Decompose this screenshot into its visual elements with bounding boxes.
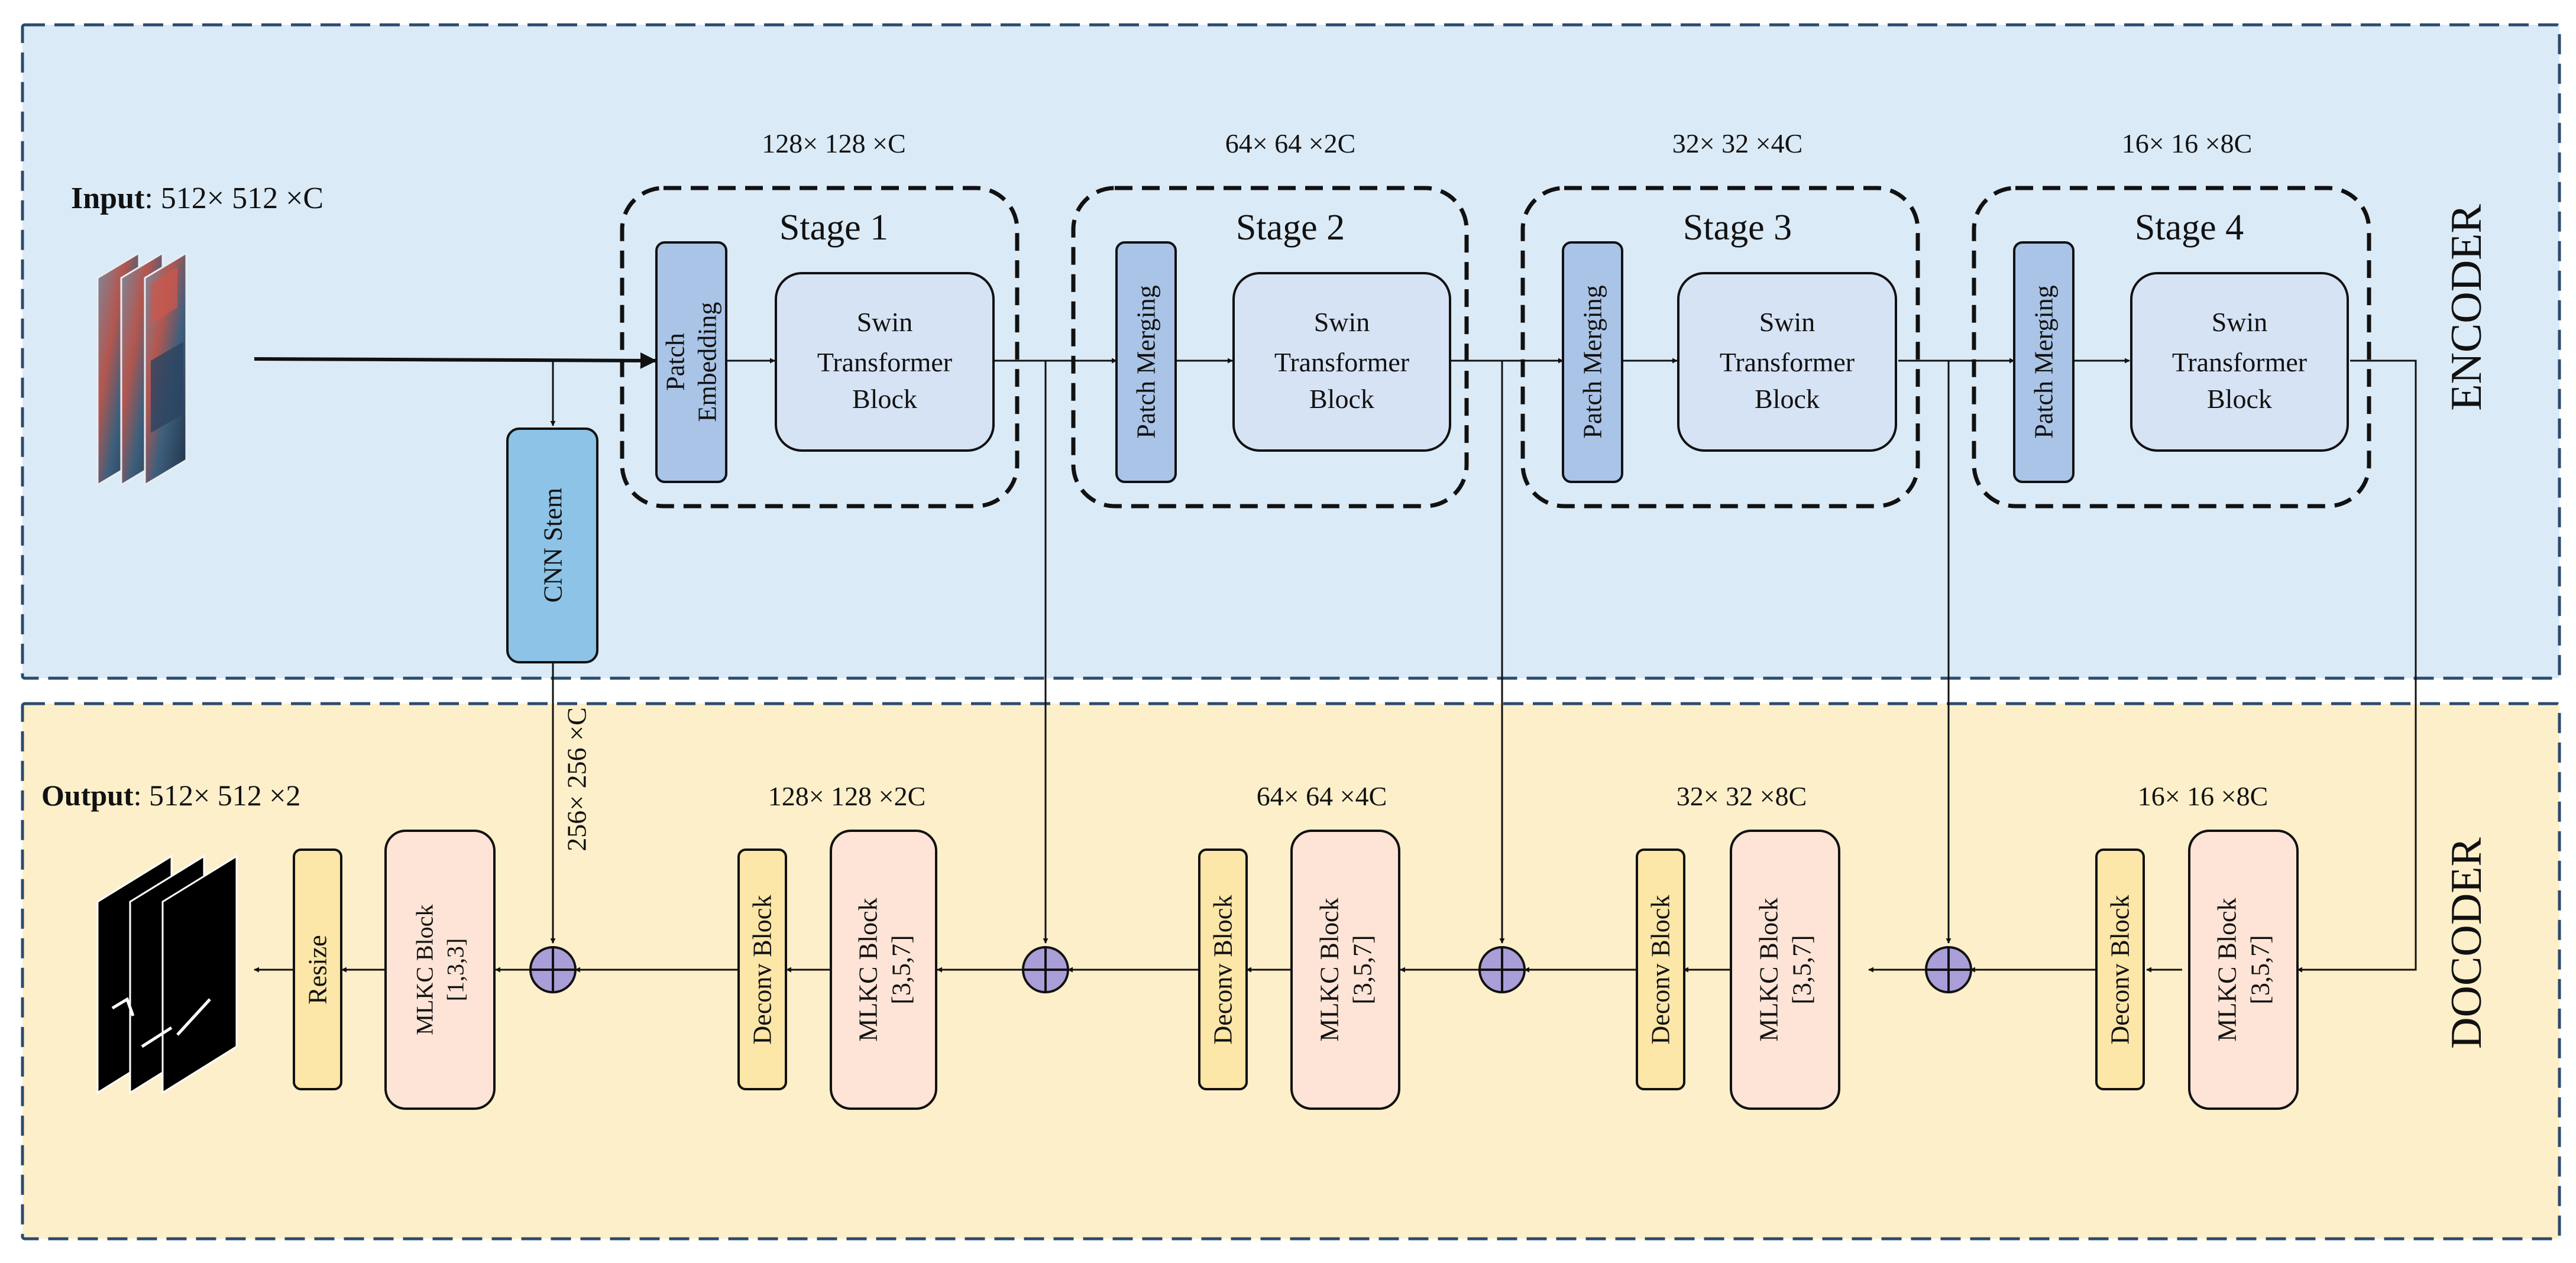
stage4-title: Stage 4 xyxy=(2135,208,2244,248)
stage3-patch-block xyxy=(1562,241,1623,483)
level2-mlkc-label: MLKC Block xyxy=(1315,898,1344,1041)
cnn-stem-block xyxy=(506,428,598,663)
decoder-level3-dims: 32× 32 ×8C xyxy=(1677,781,1807,811)
stage4-swin-block xyxy=(2130,272,2349,452)
input-dims: : 512× 512 ×C xyxy=(144,182,323,215)
stage2-patch-block xyxy=(1115,241,1177,483)
level3-deconv-label: Deconv Block xyxy=(1646,895,1675,1045)
level3-mlkc-label: MLKC Block xyxy=(1755,898,1784,1041)
output-dims: : 512× 512 ×2 xyxy=(134,779,301,812)
level4-deconv-label: Deconv Block xyxy=(2106,895,2135,1045)
stage2-swin-label-3: Block xyxy=(1309,384,1374,414)
input-to-stage1-arrow xyxy=(254,352,657,369)
encoder-connectors xyxy=(254,352,2417,973)
stage3-swin-label-3: Block xyxy=(1755,384,1820,414)
stage4-patch-label: Patch Merging xyxy=(2030,285,2059,439)
stage4-frame xyxy=(1972,186,2371,509)
stage3-swin-label-1: Swin xyxy=(1759,307,1816,337)
stage3-frame xyxy=(1520,186,1920,509)
stage2-patch-label: Patch Merging xyxy=(1132,285,1161,439)
stage1-swin-label-3: Block xyxy=(852,384,917,414)
resize-label: Resize xyxy=(303,935,332,1004)
encoder-label: ENCODER xyxy=(2442,204,2491,411)
stage2-swin-block xyxy=(1232,272,1451,452)
stage3-swin-block xyxy=(1677,272,1897,452)
level1-deconv-block xyxy=(737,849,787,1090)
stage2-swin-label-1: Swin xyxy=(1314,307,1370,337)
final-mlkc-label: MLKC Block xyxy=(412,904,438,1035)
stage4-patch-block xyxy=(2013,241,2075,483)
level2-mlkc-kernels: [3,5,7] xyxy=(1348,935,1377,1004)
stage3-title: Stage 3 xyxy=(1683,208,1792,248)
output-label: Output xyxy=(41,779,134,812)
stage1-patch-block xyxy=(655,241,727,483)
add-node-level3 xyxy=(1925,946,1972,993)
stage1-swin-label-2: Transformer xyxy=(817,347,952,377)
level4-mlkc-label: MLKC Block xyxy=(2213,898,2242,1041)
stage1-swin-label-1: Swin xyxy=(857,307,913,337)
level3-mlkc-kernels: [3,5,7] xyxy=(1788,935,1817,1004)
level1-deconv-label: Deconv Block xyxy=(748,895,777,1045)
stage3-patch-label: Patch Merging xyxy=(1578,285,1607,439)
output-mask-stack xyxy=(96,854,238,1094)
stage1-swin-block xyxy=(775,272,995,452)
cnn-stem-label: CNN Stem xyxy=(539,488,568,603)
level2-mlkc-block xyxy=(1290,830,1400,1110)
input-image-stack xyxy=(96,251,187,487)
input-label: Input xyxy=(71,182,145,215)
stage1-patch-label-1: Patch xyxy=(661,333,690,391)
level2-deconv-block xyxy=(1198,849,1248,1090)
level1-mlkc-kernels: [3,5,7] xyxy=(887,935,916,1004)
decoder-level1-dims: 128× 128 ×2C xyxy=(768,781,926,811)
stage1-patch-label-2: Embedding xyxy=(693,302,722,422)
final-mlkc-block xyxy=(384,830,496,1110)
add-node-level2 xyxy=(1478,946,1526,993)
stage3-swin-label-2: Transformer xyxy=(1720,347,1855,377)
input-caption: Input: 512× 512 ×C xyxy=(71,182,323,215)
cnn-skip-dims: 256× 256 ×C xyxy=(562,707,592,851)
level3-deconv-block xyxy=(1636,849,1685,1090)
add-node-cnn xyxy=(529,946,577,993)
stage2-swin-label-2: Transformer xyxy=(1274,347,1409,377)
level3-mlkc-block xyxy=(1730,830,1840,1110)
stage2-frame xyxy=(1071,186,1469,509)
final-mlkc-kernels: [1,3,3] xyxy=(442,938,469,1002)
decoder-label: DOCODER xyxy=(2442,837,2491,1049)
stage1-dims: 128× 128 ×C xyxy=(762,128,906,158)
stage2-title: Stage 2 xyxy=(1236,208,1345,248)
stage1-title: Stage 1 xyxy=(779,208,888,248)
output-caption: Output: 512× 512 ×2 xyxy=(41,779,300,812)
stage2-dims: 64× 64 ×2C xyxy=(1225,128,1356,158)
stage4-dims: 16× 16 ×8C xyxy=(2122,128,2253,158)
stage3-dims: 32× 32 ×4C xyxy=(1672,128,1803,158)
stage4-swin-label-2: Transformer xyxy=(2172,347,2307,377)
level4-deconv-block xyxy=(2095,849,2145,1090)
stage4-to-decoder-connector xyxy=(2297,360,2417,973)
stage4-swin-label-1: Swin xyxy=(2212,307,2268,337)
level4-mlkc-block xyxy=(2188,830,2299,1110)
level2-deconv-label: Deconv Block xyxy=(1209,895,1238,1045)
level1-mlkc-label: MLKC Block xyxy=(854,898,883,1041)
add-node-level1 xyxy=(1022,946,1069,993)
decoder-level2-dims: 64× 64 ×4C xyxy=(1257,781,1387,811)
decoder-level4-dims: 16× 16 ×8C xyxy=(2138,781,2268,811)
level4-mlkc-kernels: [3,5,7] xyxy=(2246,935,2275,1004)
resize-block xyxy=(293,849,342,1090)
level1-mlkc-block xyxy=(830,830,937,1110)
stage1-frame xyxy=(620,186,1020,509)
stage4-swin-label-3: Block xyxy=(2207,384,2272,414)
